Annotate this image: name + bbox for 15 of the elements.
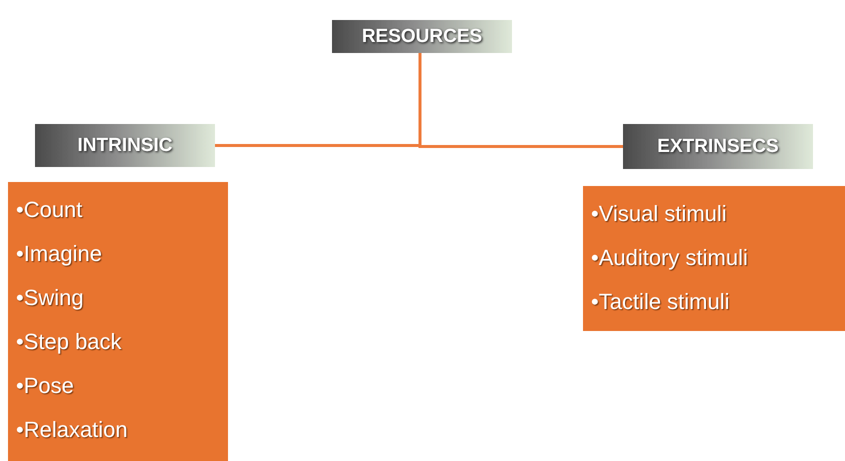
list-item: •Relaxation [16, 416, 129, 444]
list-item: •Count [16, 196, 84, 224]
list-item: •Visual stimuli [591, 200, 728, 228]
heading-box: EXTRINSECS [623, 124, 813, 169]
list-item: •Swing [16, 284, 85, 312]
list-item: •Auditory stimuli [591, 244, 749, 272]
list-box [583, 186, 845, 331]
list-item: •Imagine [16, 240, 103, 268]
list-item: •Step back [16, 328, 123, 356]
connector-line [418, 53, 623, 148]
heading-box: INTRINSIC [35, 124, 215, 167]
heading-box: RESOURCES [332, 20, 512, 53]
list-item: •Tactile stimuli [591, 288, 731, 316]
list-item: •Pose [16, 372, 75, 400]
list-box [8, 182, 228, 461]
